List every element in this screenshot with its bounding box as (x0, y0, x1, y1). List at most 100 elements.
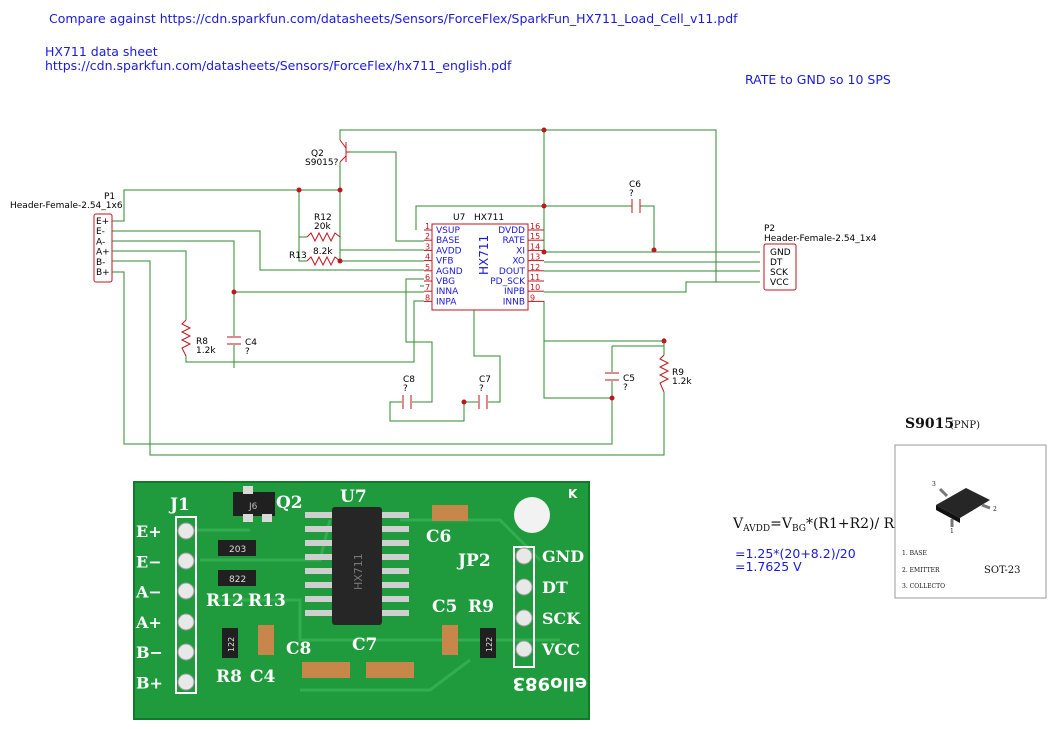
u7-pin-num: 16 (530, 222, 540, 231)
c7-ref: C7 (479, 375, 491, 385)
pkg-n2: 2 (993, 506, 997, 513)
formula-rest: *(R1+R2)/ R1 (806, 516, 903, 532)
calc-line-1: =1.25*(20+8.2)/20 (735, 546, 856, 561)
pcb-r12: R12 (206, 591, 244, 611)
datasheet-url: https://cdn.sparkfun.com/datasheets/Sens… (45, 58, 512, 73)
pcb-c8: C8 (286, 639, 311, 659)
c5-val: ? (623, 383, 628, 393)
c4-val: ? (245, 347, 250, 357)
u7-pin-name: PD_SCK (490, 277, 526, 287)
u7-pin-name: DVDD (498, 226, 525, 236)
p2-ref: P2 (764, 224, 775, 234)
u7-pin-num: 3 (425, 242, 430, 251)
pcb-j1: J1 (168, 495, 190, 515)
pcb-r8: R8 (216, 667, 242, 687)
pcb-jp2: JP2 (456, 551, 491, 571)
u7-pin-num: 5 (425, 263, 430, 272)
u7-pin-name: AVDD (436, 246, 462, 256)
pkg-sub: (PNP) (950, 420, 980, 431)
r12-resistor: R12 20k (306, 213, 341, 243)
c5-ref: C5 (623, 374, 635, 384)
q2-transistor: Q2 S9015? (305, 139, 350, 168)
pkg-pin3: 3. COLLECTO (902, 583, 945, 590)
pcb-left-label: E− (136, 552, 162, 571)
u7-pin-num: 8 (425, 293, 430, 302)
p1-pin-label: A+ (96, 248, 110, 258)
pcb-k: K (568, 487, 578, 501)
pcb-right-label: SCK (542, 609, 581, 628)
rate-note: RATE to GND so 10 SPS (745, 72, 891, 87)
calc-line-2: =1.7625 V (735, 559, 802, 574)
u7-pin-name: XO (512, 257, 525, 267)
pcb-left-label: B+ (136, 674, 163, 693)
pcb-res-r9: 122 (485, 637, 494, 652)
pcb-c5: C5 (432, 597, 457, 617)
q2-val: S9015? (305, 158, 339, 168)
u7-pin-name: VSUP (436, 226, 460, 236)
u7-pin-name: VFB (436, 257, 454, 267)
u7-pin-name: INNA (436, 287, 459, 297)
u7-pin-num: 14 (530, 242, 540, 251)
pcb-left-label: B− (136, 643, 163, 662)
pcb-c7: C7 (352, 635, 377, 655)
p2-pin-label: DT (770, 258, 783, 268)
u7-pin-name: VBG (436, 277, 455, 287)
p1-header: P1 Header-Female-2.54_1x6 E+E-A-A+B-B+ (10, 192, 123, 283)
u7-pin-num: 11 (530, 273, 540, 282)
formula-avdd-sub: AVDD (742, 524, 770, 534)
formula-eq: =V (770, 516, 793, 532)
p1-pin-label: B+ (96, 268, 110, 278)
u7-pin-num: 4 (425, 253, 430, 262)
pcb-watermark: ello983 (513, 673, 588, 694)
pkg-n1: 1 (950, 528, 954, 535)
pcb-right-label: GND (542, 547, 584, 566)
u7-pin-num: 12 (530, 263, 540, 272)
c4-capacitor: C4 ? (227, 336, 257, 357)
q2-ref: Q2 (311, 149, 324, 159)
c7-capacitor: C7 ? (478, 375, 491, 409)
p2-pin-label: VCC (770, 278, 789, 288)
r8-val: 1.2k (196, 346, 216, 356)
u7-pin-num: 1 (425, 222, 430, 231)
pcb-q2: Q2 (276, 493, 303, 513)
pcb-q-code: J6 (248, 502, 258, 512)
c8-capacitor: C8 ? (402, 375, 415, 409)
r12-val: 20k (314, 222, 331, 232)
u7-pin-num: 6 (425, 273, 430, 282)
wires (112, 129, 760, 456)
pcb-chip-text: HX711 (352, 553, 365, 590)
u7-pin-name: DOUT (499, 267, 526, 277)
avdd-formula: VAVDD=VBG*(R1+R2)/ R1 (732, 516, 903, 534)
pcb-c4: C4 (250, 667, 276, 687)
r13-ref: R13 (289, 251, 307, 261)
pcb-res-r8: 122 (227, 637, 236, 652)
c4-ref: C4 (245, 338, 257, 348)
pcb-left-label: E+ (136, 522, 162, 541)
p2-pin-label: SCK (770, 268, 789, 278)
pkg-sot23: SOT-23 (984, 565, 1021, 576)
u7-pin-num: 7 (425, 283, 430, 292)
pkg-pin2: 2. EMITTER (902, 567, 940, 574)
pcb-r13: R13 (248, 591, 286, 611)
r8-resistor: R8 1.2k (180, 319, 216, 357)
u7-right-pins: 16DVDD15RATE14XI13XO12DOUT11PD_SCK10INPB… (490, 222, 544, 307)
r13-val: 8.2k (313, 247, 333, 257)
pcb-photo: HX711 J6 203 822 122 122 J1 Q2 U7 C6 JP2… (133, 481, 590, 720)
pcb-left-label: A− (135, 583, 162, 602)
svg-text:VAVDD=VBG*(R1+R2)/ R1: VAVDD=VBG*(R1+R2)/ R1 (732, 516, 903, 534)
r9-val: 1.2k (672, 377, 692, 387)
pkg-title: S9015 (905, 416, 954, 432)
u7-ref: U7 (453, 213, 465, 223)
pcb-left-label: A+ (135, 613, 162, 632)
c7-val: ? (479, 384, 484, 394)
pcb-c6: C6 (426, 527, 451, 547)
formula-v: V (732, 516, 744, 532)
u7-pin-name: BASE (436, 236, 460, 246)
u7-pin-num: 2 (425, 232, 430, 241)
pcb-res-203: 203 (229, 545, 246, 555)
p1-pin-label: E- (96, 227, 105, 237)
c8-ref: C8 (403, 375, 415, 385)
